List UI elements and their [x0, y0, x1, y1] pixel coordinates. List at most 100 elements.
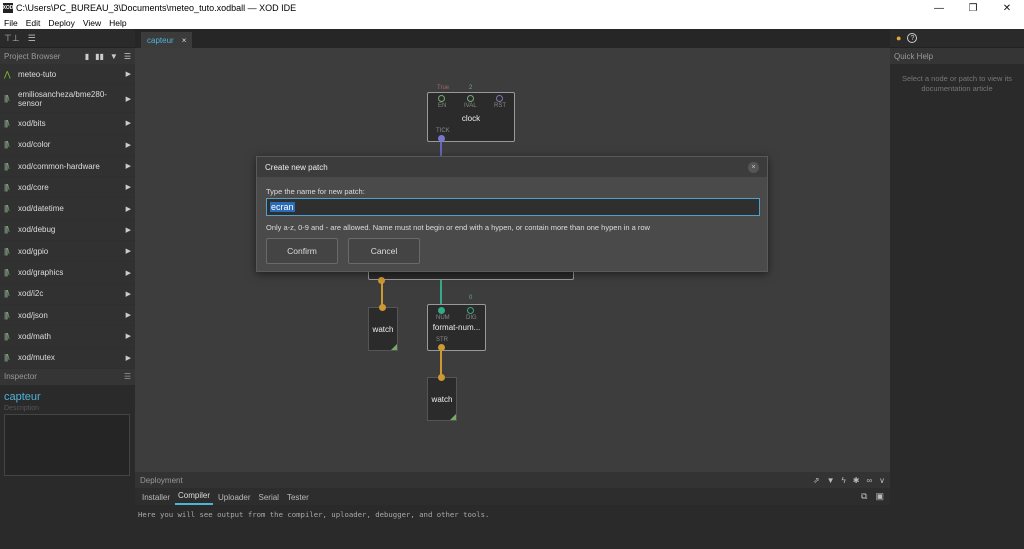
inspector-toggle-icon[interactable]: ☰	[27, 32, 36, 43]
library-icon: |||\	[4, 225, 9, 235]
tab-compiler[interactable]: Compiler	[175, 491, 214, 505]
list-item[interactable]: |||\ xod/math ▶	[0, 326, 135, 348]
close-window-button[interactable]: ✕	[1002, 2, 1012, 14]
library-icon: |||\	[4, 204, 9, 214]
format-number-node-title: format-num...	[432, 323, 481, 332]
inspector-patch-name[interactable]: capteur	[4, 390, 41, 403]
project-icon: ⋀	[4, 69, 11, 79]
chevron-right-icon[interactable]: ▶	[125, 184, 131, 192]
str-pin-label: STR	[436, 337, 448, 343]
tick-pin[interactable]	[438, 135, 445, 142]
list-item[interactable]: |||\ xod/graphics ▶	[0, 262, 135, 284]
menu-icon[interactable]: ☰	[123, 51, 131, 61]
list-item[interactable]: |||\ xod/json ▶	[0, 304, 135, 327]
debug-icon[interactable]: ✱	[852, 475, 860, 485]
chevron-right-icon[interactable]: ▶	[125, 312, 131, 320]
window-title: C:\Users\PC_BUREAU_3\Documents\meteo_tut…	[16, 3, 297, 13]
filter-icon[interactable]: ▼	[826, 475, 835, 485]
menu-file[interactable]: File	[4, 17, 18, 28]
list-item[interactable]: |||\ xod/common-hardware ▶	[0, 155, 135, 178]
library-icon: |||\	[4, 118, 9, 128]
copy-icon[interactable]: ⧉	[861, 491, 868, 501]
list-item[interactable]: |||\ xod/debug ▶	[0, 219, 135, 242]
chevron-right-icon[interactable]: ▶	[125, 163, 131, 171]
lightning-icon[interactable]: ϟ	[841, 475, 846, 485]
menu-icon[interactable]: ☰	[123, 372, 131, 382]
filter-icon[interactable]: ▼	[109, 51, 118, 61]
chevron-down-icon[interactable]: ∨	[879, 475, 885, 485]
close-icon[interactable]: ×	[748, 161, 759, 173]
chevron-right-icon[interactable]: ▶	[125, 248, 131, 256]
ival-pin[interactable]	[467, 95, 474, 102]
rst-pin[interactable]	[496, 95, 503, 102]
description-field[interactable]	[4, 413, 130, 476]
tab-tester[interactable]: Tester	[286, 493, 309, 502]
chevron-right-icon[interactable]: ▶	[125, 120, 131, 128]
save-icon[interactable]: ▣	[875, 491, 884, 501]
watch-input-pin[interactable]	[438, 374, 445, 381]
tab-installer[interactable]: Installer	[142, 493, 171, 502]
inspector-title: Inspector	[4, 372, 37, 382]
user-icon[interactable]: ●	[896, 33, 902, 43]
list-item[interactable]: |||\ xod/core ▶	[0, 177, 135, 199]
project-tree-toggle-icon[interactable]: ⊤⊥	[4, 32, 20, 43]
str-pin[interactable]	[438, 344, 445, 351]
dialog-prompt: Type the name for new patch:	[266, 187, 365, 196]
minimize-button[interactable]: —	[934, 2, 944, 14]
en-pin[interactable]	[438, 95, 445, 102]
chevron-right-icon[interactable]: ▶	[125, 269, 131, 277]
watch-input-pin[interactable]	[379, 304, 386, 311]
tab-label: capteur	[147, 35, 174, 45]
chevron-right-icon[interactable]: ▶	[125, 141, 131, 149]
menu-deploy[interactable]: Deploy	[48, 17, 75, 28]
output-pin[interactable]	[378, 277, 385, 284]
menu-help[interactable]: Help	[109, 17, 127, 28]
list-item[interactable]: |||\ xod/i2c ▶	[0, 283, 135, 305]
chevron-right-icon[interactable]: ▶	[125, 333, 131, 341]
new-patch-icon[interactable]: ▮	[84, 51, 90, 61]
chevron-right-icon[interactable]: ▶	[125, 95, 131, 103]
list-item[interactable]: ⋀ meteo-tuto ▶	[0, 64, 135, 86]
library-icon: |||\	[4, 246, 9, 256]
dig-pin[interactable]	[467, 307, 474, 314]
chevron-right-icon[interactable]: ▶	[125, 71, 131, 79]
library-icon: |||\	[4, 140, 9, 150]
list-item[interactable]: |||\ xod/datetime ▶	[0, 198, 135, 220]
add-library-icon[interactable]: ▮▮	[95, 51, 104, 61]
chevron-right-icon[interactable]: ▶	[125, 354, 131, 362]
library-icon: |||\	[4, 353, 9, 363]
help-icon[interactable]: ?	[907, 33, 918, 43]
confirm-button[interactable]: Confirm	[266, 238, 338, 264]
cancel-button[interactable]: Cancel	[348, 238, 420, 264]
close-tab-icon[interactable]: ×	[181, 35, 187, 45]
library-icon: |||\	[4, 289, 9, 299]
link-icon[interactable]: ∞	[866, 475, 873, 485]
menu-edit[interactable]: Edit	[25, 17, 41, 28]
format-number-node[interactable]: NUM DIG format-num... STR	[427, 304, 486, 351]
deployment-output: Here you will see output from the compil…	[138, 510, 490, 519]
chevron-right-icon[interactable]: ▶	[125, 205, 131, 213]
upload-icon[interactable]: ⇗	[812, 475, 820, 485]
maximize-button[interactable]: ❐	[968, 2, 978, 14]
menu-view[interactable]: View	[82, 17, 102, 28]
list-item[interactable]: |||\ xod/bits ▶	[0, 113, 135, 135]
patch-name-input[interactable]: ecran	[266, 198, 760, 216]
library-icon: |||\	[4, 268, 9, 278]
list-item[interactable]: |||\ xod/gpio ▶	[0, 241, 135, 263]
selected-text: ecran	[270, 202, 295, 212]
tab-serial[interactable]: Serial	[258, 493, 279, 502]
chevron-right-icon[interactable]: ▶	[125, 290, 131, 298]
tab-capteur[interactable]: capteur ×	[141, 32, 193, 48]
dig-value: 0	[469, 295, 473, 301]
clock-node[interactable]: EN IVAL RST clock TICK	[427, 92, 515, 142]
list-item[interactable]: |||\ xod/color ▶	[0, 134, 135, 156]
chevron-right-icon[interactable]: ▶	[125, 226, 131, 234]
watch-node[interactable]: watch	[427, 374, 457, 421]
tab-uploader[interactable]: Uploader	[218, 493, 251, 502]
num-pin[interactable]	[438, 307, 445, 314]
list-item[interactable]: |||\ emiliosancheza/bme280-sensor ▶	[0, 85, 135, 114]
list-item[interactable]: |||\ xod/mutex ▶	[0, 347, 135, 369]
window-titlebar: XOD C:\Users\PC_BUREAU_3\Documents\meteo…	[0, 0, 1024, 16]
library-icon: |||\	[4, 182, 9, 192]
watch-node[interactable]: watch	[368, 304, 398, 351]
